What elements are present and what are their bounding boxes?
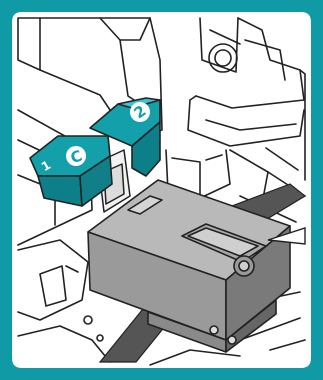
illustration-frame: 2 C 1 [0, 0, 323, 380]
printer-latch-illustration: 2 C 1 [0, 0, 323, 380]
